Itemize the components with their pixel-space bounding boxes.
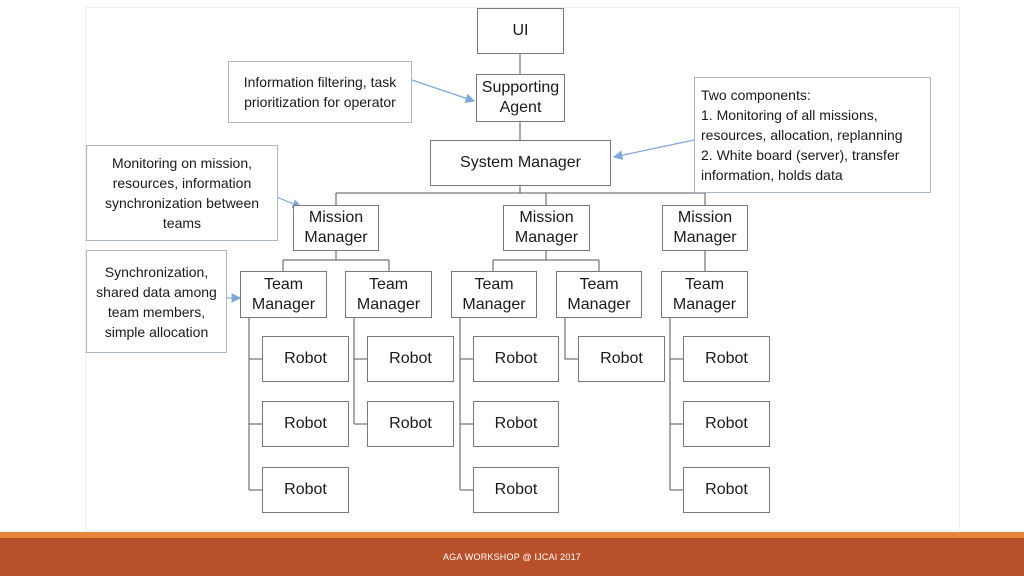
robot-label-5: Robot (389, 415, 432, 432)
team-manager-label-3: Team Manager (462, 275, 526, 313)
supporting-agent-note: Information filtering, task prioritizati… (228, 61, 412, 123)
team-manager-note: Synchronization, shared data among team … (86, 250, 227, 353)
team-manager-node-3: Team Manager (451, 271, 537, 318)
robot-label-6: Robot (494, 350, 538, 367)
ui-node-label: UI (512, 22, 529, 39)
robot-node-5: Robot (367, 401, 454, 447)
mission-manager-node-1: Mission Manager (293, 205, 379, 251)
robot-node-2: Robot (262, 401, 349, 447)
robot-node-11: Robot (683, 401, 770, 447)
mission-manager-node-2: Mission Manager (503, 205, 590, 251)
team-manager-node-5: Team Manager (661, 271, 748, 318)
robot-label-9: Robot (600, 350, 643, 367)
edge-team-1-robots (248, 318, 262, 491)
robot-node-8: Robot (473, 467, 559, 513)
supporting-agent-note-text: Information filtering, task prioritizati… (243, 74, 397, 110)
robot-node-6: Robot (473, 336, 559, 382)
team-manager-label-1: Team Manager (251, 275, 316, 313)
footer-accent-strip (0, 532, 1024, 538)
mission-manager-label-2: Mission Manager (514, 209, 579, 246)
team-manager-label-5: Team Manager (672, 275, 737, 313)
robot-label-2: Robot (284, 415, 327, 432)
footer-text: AGA WORKSHOP @ IJCAI 2017 (442, 552, 581, 562)
edge-team-4-robots (564, 318, 578, 360)
robot-label-12: Robot (705, 481, 748, 498)
team-manager-label-2: Team Manager (356, 275, 421, 313)
robot-node-10: Robot (683, 336, 770, 382)
team-manager-node-4: Team Manager (556, 271, 642, 318)
robot-node-3: Robot (262, 467, 349, 513)
robot-node-9: Robot (578, 336, 665, 382)
team-manager-label-4: Team Manager (567, 275, 631, 313)
edge-team-3-robots (459, 318, 473, 491)
robot-node-12: Robot (683, 467, 770, 513)
team-manager-node-1: Team Manager (240, 271, 327, 318)
supporting-agent-label: Supporting Agent (481, 79, 560, 116)
supporting-agent-node: Supporting Agent (476, 74, 565, 122)
mission-manager-label-3: Mission Manager (673, 209, 737, 246)
robot-node-4: Robot (367, 336, 454, 382)
edge-team-2-robots (353, 318, 367, 425)
robot-label-8: Robot (494, 481, 538, 498)
team-manager-node-2: Team Manager (345, 271, 432, 318)
callout-arrow-system-manager (612, 139, 695, 160)
robot-label-4: Robot (389, 350, 432, 367)
ui-node: UI (477, 8, 564, 54)
edge-team-5-robots (669, 318, 683, 491)
system-manager-note-text: Two components: 1. Monitoring of all mis… (701, 87, 903, 183)
robot-label-11: Robot (705, 415, 748, 432)
mission-manager-node-3: Mission Manager (662, 205, 748, 251)
robot-label-10: Robot (705, 350, 748, 367)
footer-bar: AGA WORKSHOP @ IJCAI 2017 (0, 538, 1024, 576)
system-manager-label: System Manager (460, 154, 581, 171)
robot-label-3: Robot (284, 481, 327, 498)
callout-arrow-supporting-agent (411, 79, 476, 103)
mission-manager-note-text: Monitoring on mission, resources, inform… (104, 155, 260, 231)
team-manager-note-text: Synchronization, shared data among team … (96, 263, 217, 340)
system-manager-note: Two components: 1. Monitoring of all mis… (694, 77, 931, 193)
robot-node-1: Robot (262, 336, 349, 382)
system-manager-node: System Manager (430, 140, 611, 186)
robot-label-7: Robot (494, 415, 538, 432)
robot-node-7: Robot (473, 401, 559, 447)
robot-label-1: Robot (284, 350, 327, 367)
mission-manager-note: Monitoring on mission, resources, inform… (86, 145, 278, 241)
mission-manager-label-1: Mission Manager (304, 209, 368, 246)
